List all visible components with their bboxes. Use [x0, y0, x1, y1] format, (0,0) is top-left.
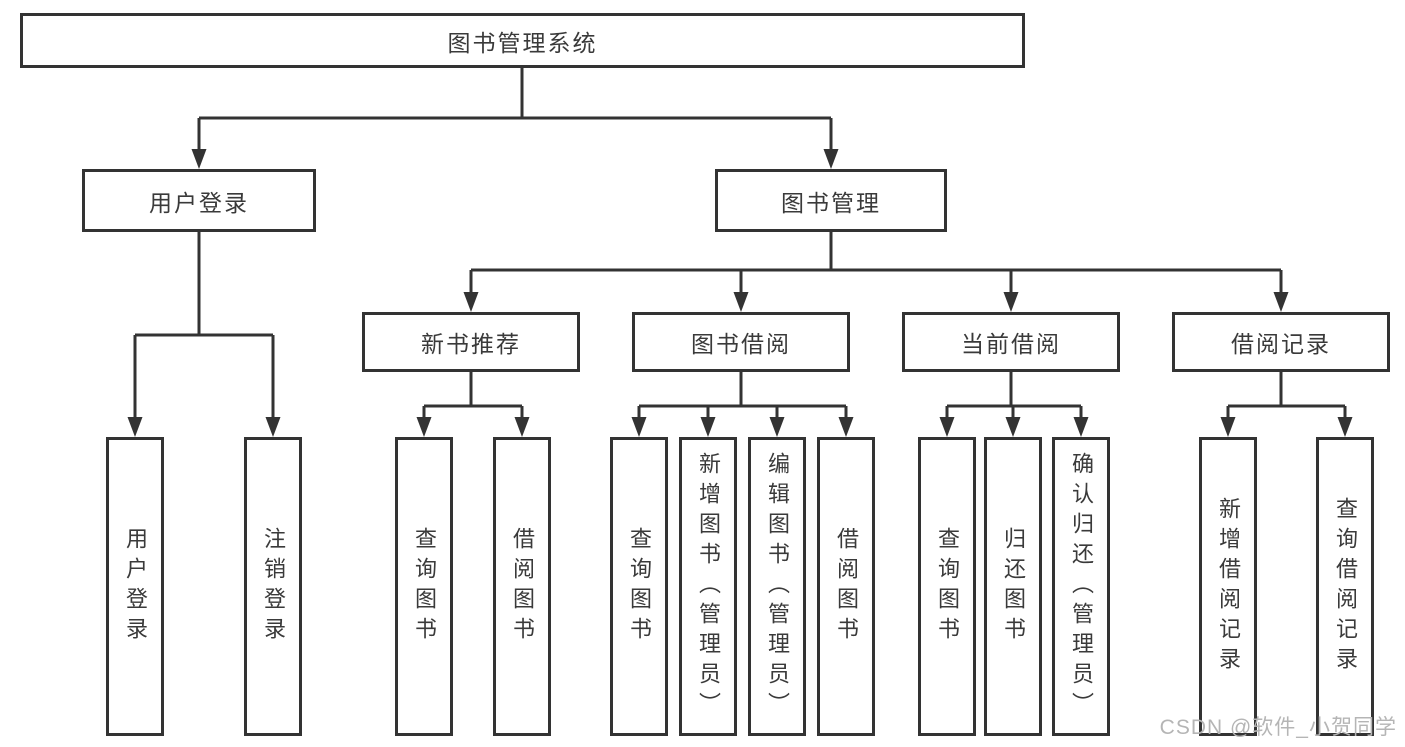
leaf-user-login: 用户登录 [106, 437, 164, 736]
leaf-borrow-books: 借阅图书 [493, 437, 551, 736]
arrow-icon [733, 292, 749, 312]
node-borrow-records: 借阅记录 [1172, 312, 1390, 372]
connector-borrow-records [1226, 372, 1347, 421]
node-new-book-recommend: 新书推荐 [362, 312, 580, 372]
node-book-management-label: 图书管理 [781, 189, 881, 216]
arrow-icon [939, 417, 955, 437]
leaf-borrow-books-label: 借阅图书 [510, 526, 535, 647]
arrow-icon [416, 417, 432, 437]
connector-new-book [422, 372, 524, 421]
node-user-login-label: 用户登录 [149, 189, 249, 216]
node-book-borrow-label: 图书借阅 [691, 331, 791, 357]
node-library-system: 图书管理系统 [20, 13, 1025, 68]
leaf-add-borrow-record: 新增借阅记录 [1199, 437, 1257, 736]
node-current-borrow-label: 当前借阅 [961, 331, 1061, 357]
connector-user-login [133, 232, 275, 421]
arrow-icon [1005, 417, 1021, 437]
arrow-icon [1337, 417, 1353, 437]
leaf-query-books: 查询图书 [610, 437, 668, 736]
connector-current-borrow [945, 372, 1083, 421]
arrow-icon [1273, 292, 1289, 312]
leaf-borrow-books-label: 借阅图书 [834, 526, 859, 647]
arrow-icon [463, 292, 479, 312]
node-borrow-records-label: 借阅记录 [1231, 331, 1331, 357]
leaf-add-book-admin: 新增图书（管理员） [679, 437, 737, 736]
arrow-icon [1073, 417, 1089, 437]
node-book-borrow: 图书借阅 [632, 312, 850, 372]
leaf-query-books: 查询图书 [918, 437, 976, 736]
arrow-icon [191, 149, 207, 169]
leaf-add-book-admin-label: 新增图书（管理员） [696, 451, 721, 722]
node-library-system-label: 图书管理系统 [447, 29, 598, 56]
arrow-icon [769, 417, 785, 437]
leaf-edit-book-admin-label: 编辑图书（管理员） [765, 451, 790, 722]
arrow-icon [700, 417, 716, 437]
node-book-management: 图书管理 [715, 169, 947, 232]
leaf-logout-label: 注销登录 [261, 526, 286, 647]
node-user-login: 用户登录 [82, 169, 316, 232]
leaf-query-borrow-record-label: 查询借阅记录 [1333, 496, 1358, 677]
leaf-add-borrow-record-label: 新增借阅记录 [1216, 496, 1241, 677]
leaf-query-books-label: 查询图书 [412, 526, 437, 647]
leaf-confirm-return-admin: 确认归还（管理员） [1052, 437, 1110, 736]
leaf-logout: 注销登录 [244, 437, 302, 736]
leaf-return-book: 归还图书 [984, 437, 1042, 736]
leaf-query-books-label: 查询图书 [935, 526, 960, 647]
node-current-borrow: 当前借阅 [902, 312, 1120, 372]
leaf-query-books: 查询图书 [395, 437, 453, 736]
arrow-icon [1220, 417, 1236, 437]
leaf-confirm-return-admin-label: 确认归还（管理员） [1069, 451, 1094, 722]
arrow-icon [265, 417, 281, 437]
leaf-query-books-label: 查询图书 [627, 526, 652, 647]
arrow-icon [823, 149, 839, 169]
leaf-edit-book-admin: 编辑图书（管理员） [748, 437, 806, 736]
connector-book-mgmt [469, 232, 1283, 296]
node-new-book-recommend-label: 新书推荐 [421, 331, 521, 357]
csdn-watermark: CSDN @软件_小贺同学 [1159, 716, 1397, 739]
leaf-return-book-label: 归还图书 [1001, 526, 1026, 647]
leaf-query-borrow-record: 查询借阅记录 [1316, 437, 1374, 736]
connector-book-borrow [637, 372, 848, 421]
leaf-borrow-books: 借阅图书 [817, 437, 875, 736]
arrow-icon [1003, 292, 1019, 312]
connector-root [197, 68, 833, 153]
arrow-icon [514, 417, 530, 437]
arrow-icon [127, 417, 143, 437]
arrow-icon [631, 417, 647, 437]
leaf-user-login-label: 用户登录 [123, 526, 148, 647]
arrow-icon [838, 417, 854, 437]
